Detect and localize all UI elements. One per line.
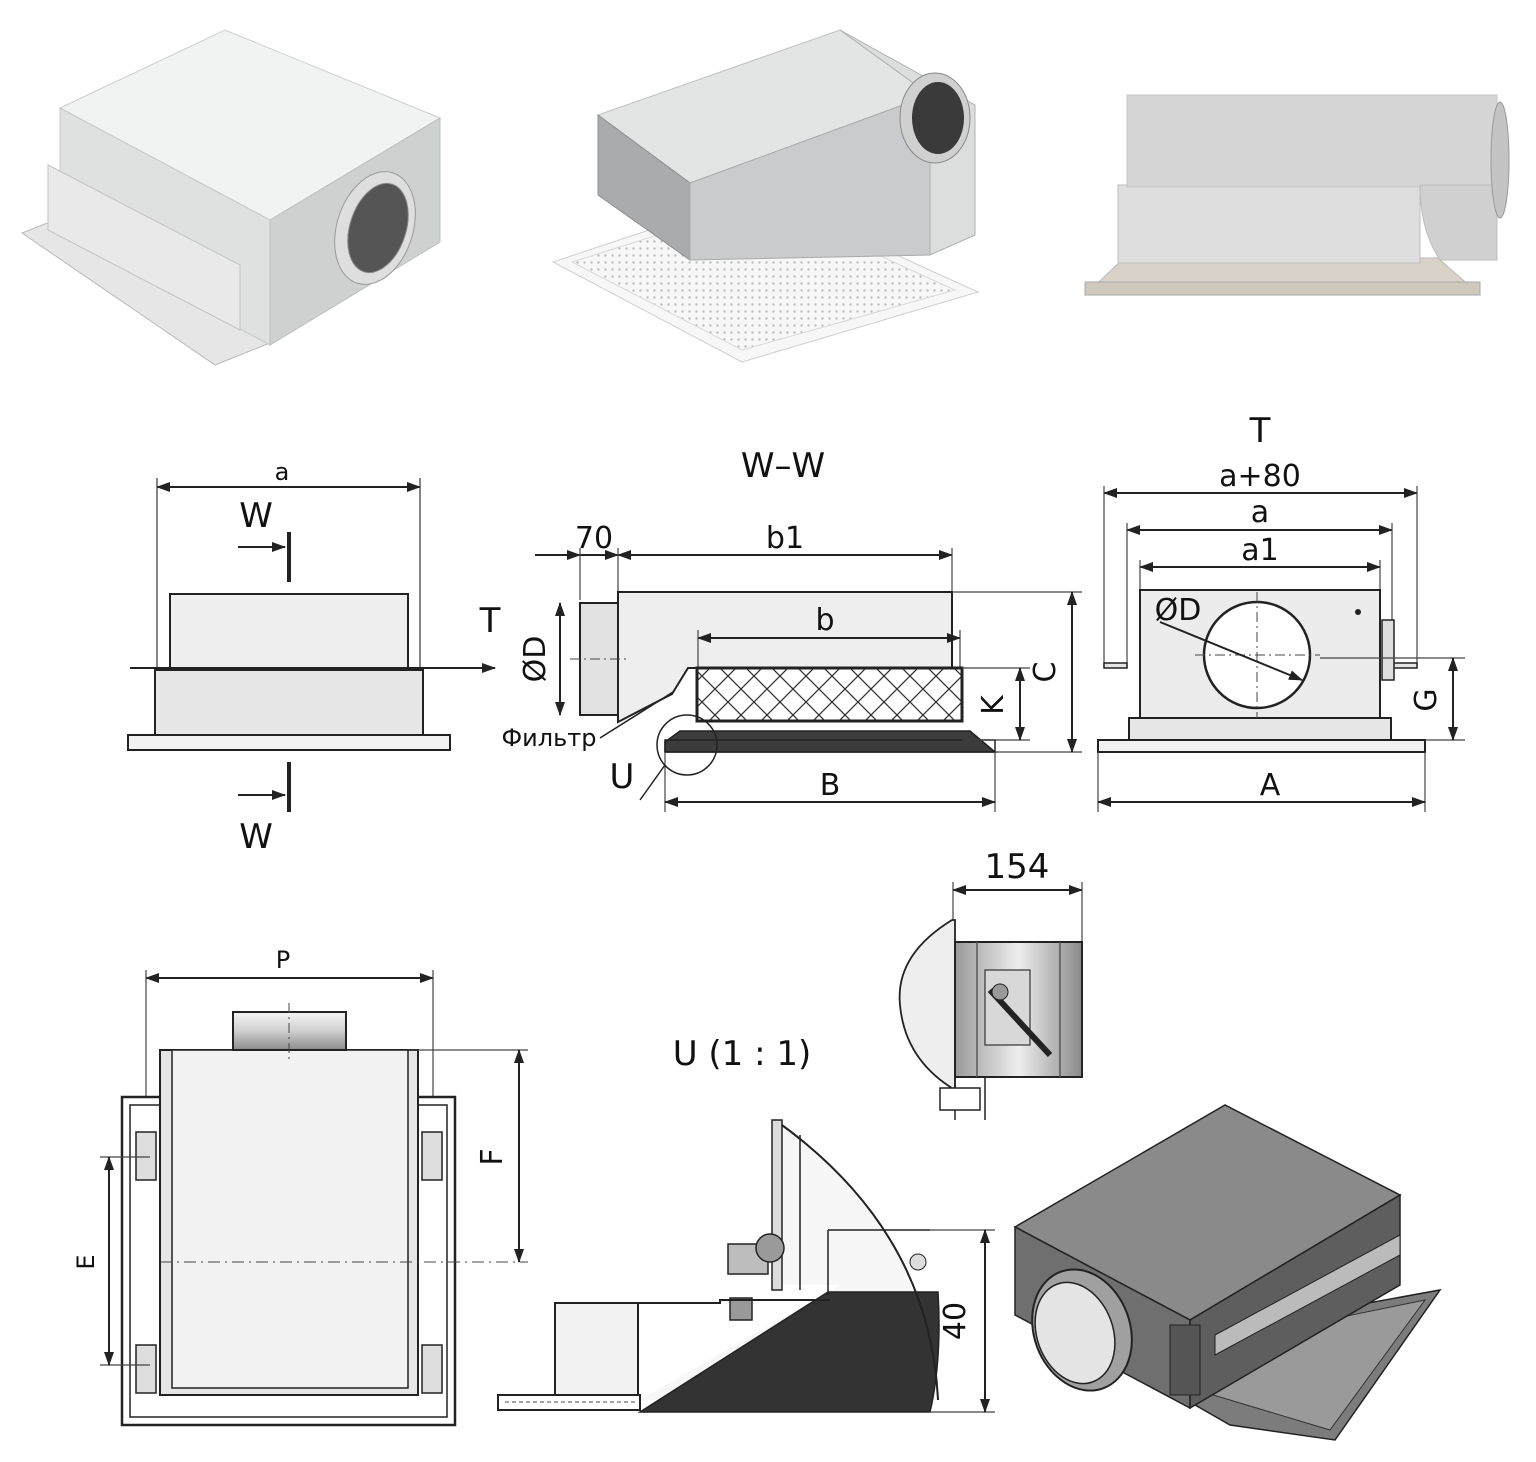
dim-b-label: b bbox=[815, 603, 834, 638]
dim-C-label: C bbox=[1028, 662, 1063, 683]
detail-mark-U: U bbox=[610, 757, 635, 797]
dim-B-label: B bbox=[820, 768, 841, 803]
dim-E-label: E bbox=[72, 1254, 100, 1269]
dim-D-label: ØD bbox=[518, 636, 553, 683]
dim-D-view-t-label: ØD bbox=[1155, 593, 1202, 628]
dim-P-label: P bbox=[276, 946, 290, 974]
section-mark-bottom: W bbox=[239, 817, 273, 857]
section-ww-title: W–W bbox=[741, 446, 825, 486]
render-unit-with-grille bbox=[551, 29, 980, 363]
top-view: P F E bbox=[72, 946, 528, 1427]
section-ww-view: W–W 70 b1 ØD b C K B Фильтр bbox=[502, 446, 1082, 812]
section-mark-top: W bbox=[239, 496, 273, 536]
dim-b1-label: b1 bbox=[766, 521, 804, 556]
dim-154-label: 154 bbox=[985, 847, 1050, 887]
dim-40-label: 40 bbox=[938, 1302, 973, 1340]
damper-detail: 154 bbox=[898, 847, 1083, 1120]
dim-A-label: A bbox=[1260, 768, 1281, 803]
render-unit-side bbox=[1083, 94, 1510, 296]
dim-70-label: 70 bbox=[575, 521, 613, 556]
view-t-title: T bbox=[1249, 411, 1271, 451]
dim-F-label: F bbox=[475, 1148, 510, 1165]
dim-a-view-t-label: a bbox=[1251, 495, 1269, 530]
detail-u-title: U (1 : 1) bbox=[673, 1034, 812, 1074]
filter-label: Фильтр bbox=[502, 724, 597, 752]
dim-K-label: K bbox=[976, 694, 1011, 715]
view-arrow-label: T bbox=[479, 601, 501, 641]
detail-u-view: U (1 : 1) 40 bbox=[497, 1034, 995, 1413]
dim-a1-label: a1 bbox=[1241, 533, 1278, 568]
render-unit-isometric-2 bbox=[1013, 1104, 1442, 1441]
dim-a80-label: a+80 bbox=[1219, 459, 1301, 494]
dim-a-label: a bbox=[275, 458, 290, 486]
dim-G-label: G bbox=[1409, 688, 1444, 711]
render-unit-isometric-1 bbox=[20, 29, 442, 366]
front-view: a W W T bbox=[127, 458, 501, 857]
view-t: T a+80 a a1 ØD G A bbox=[1097, 411, 1465, 812]
